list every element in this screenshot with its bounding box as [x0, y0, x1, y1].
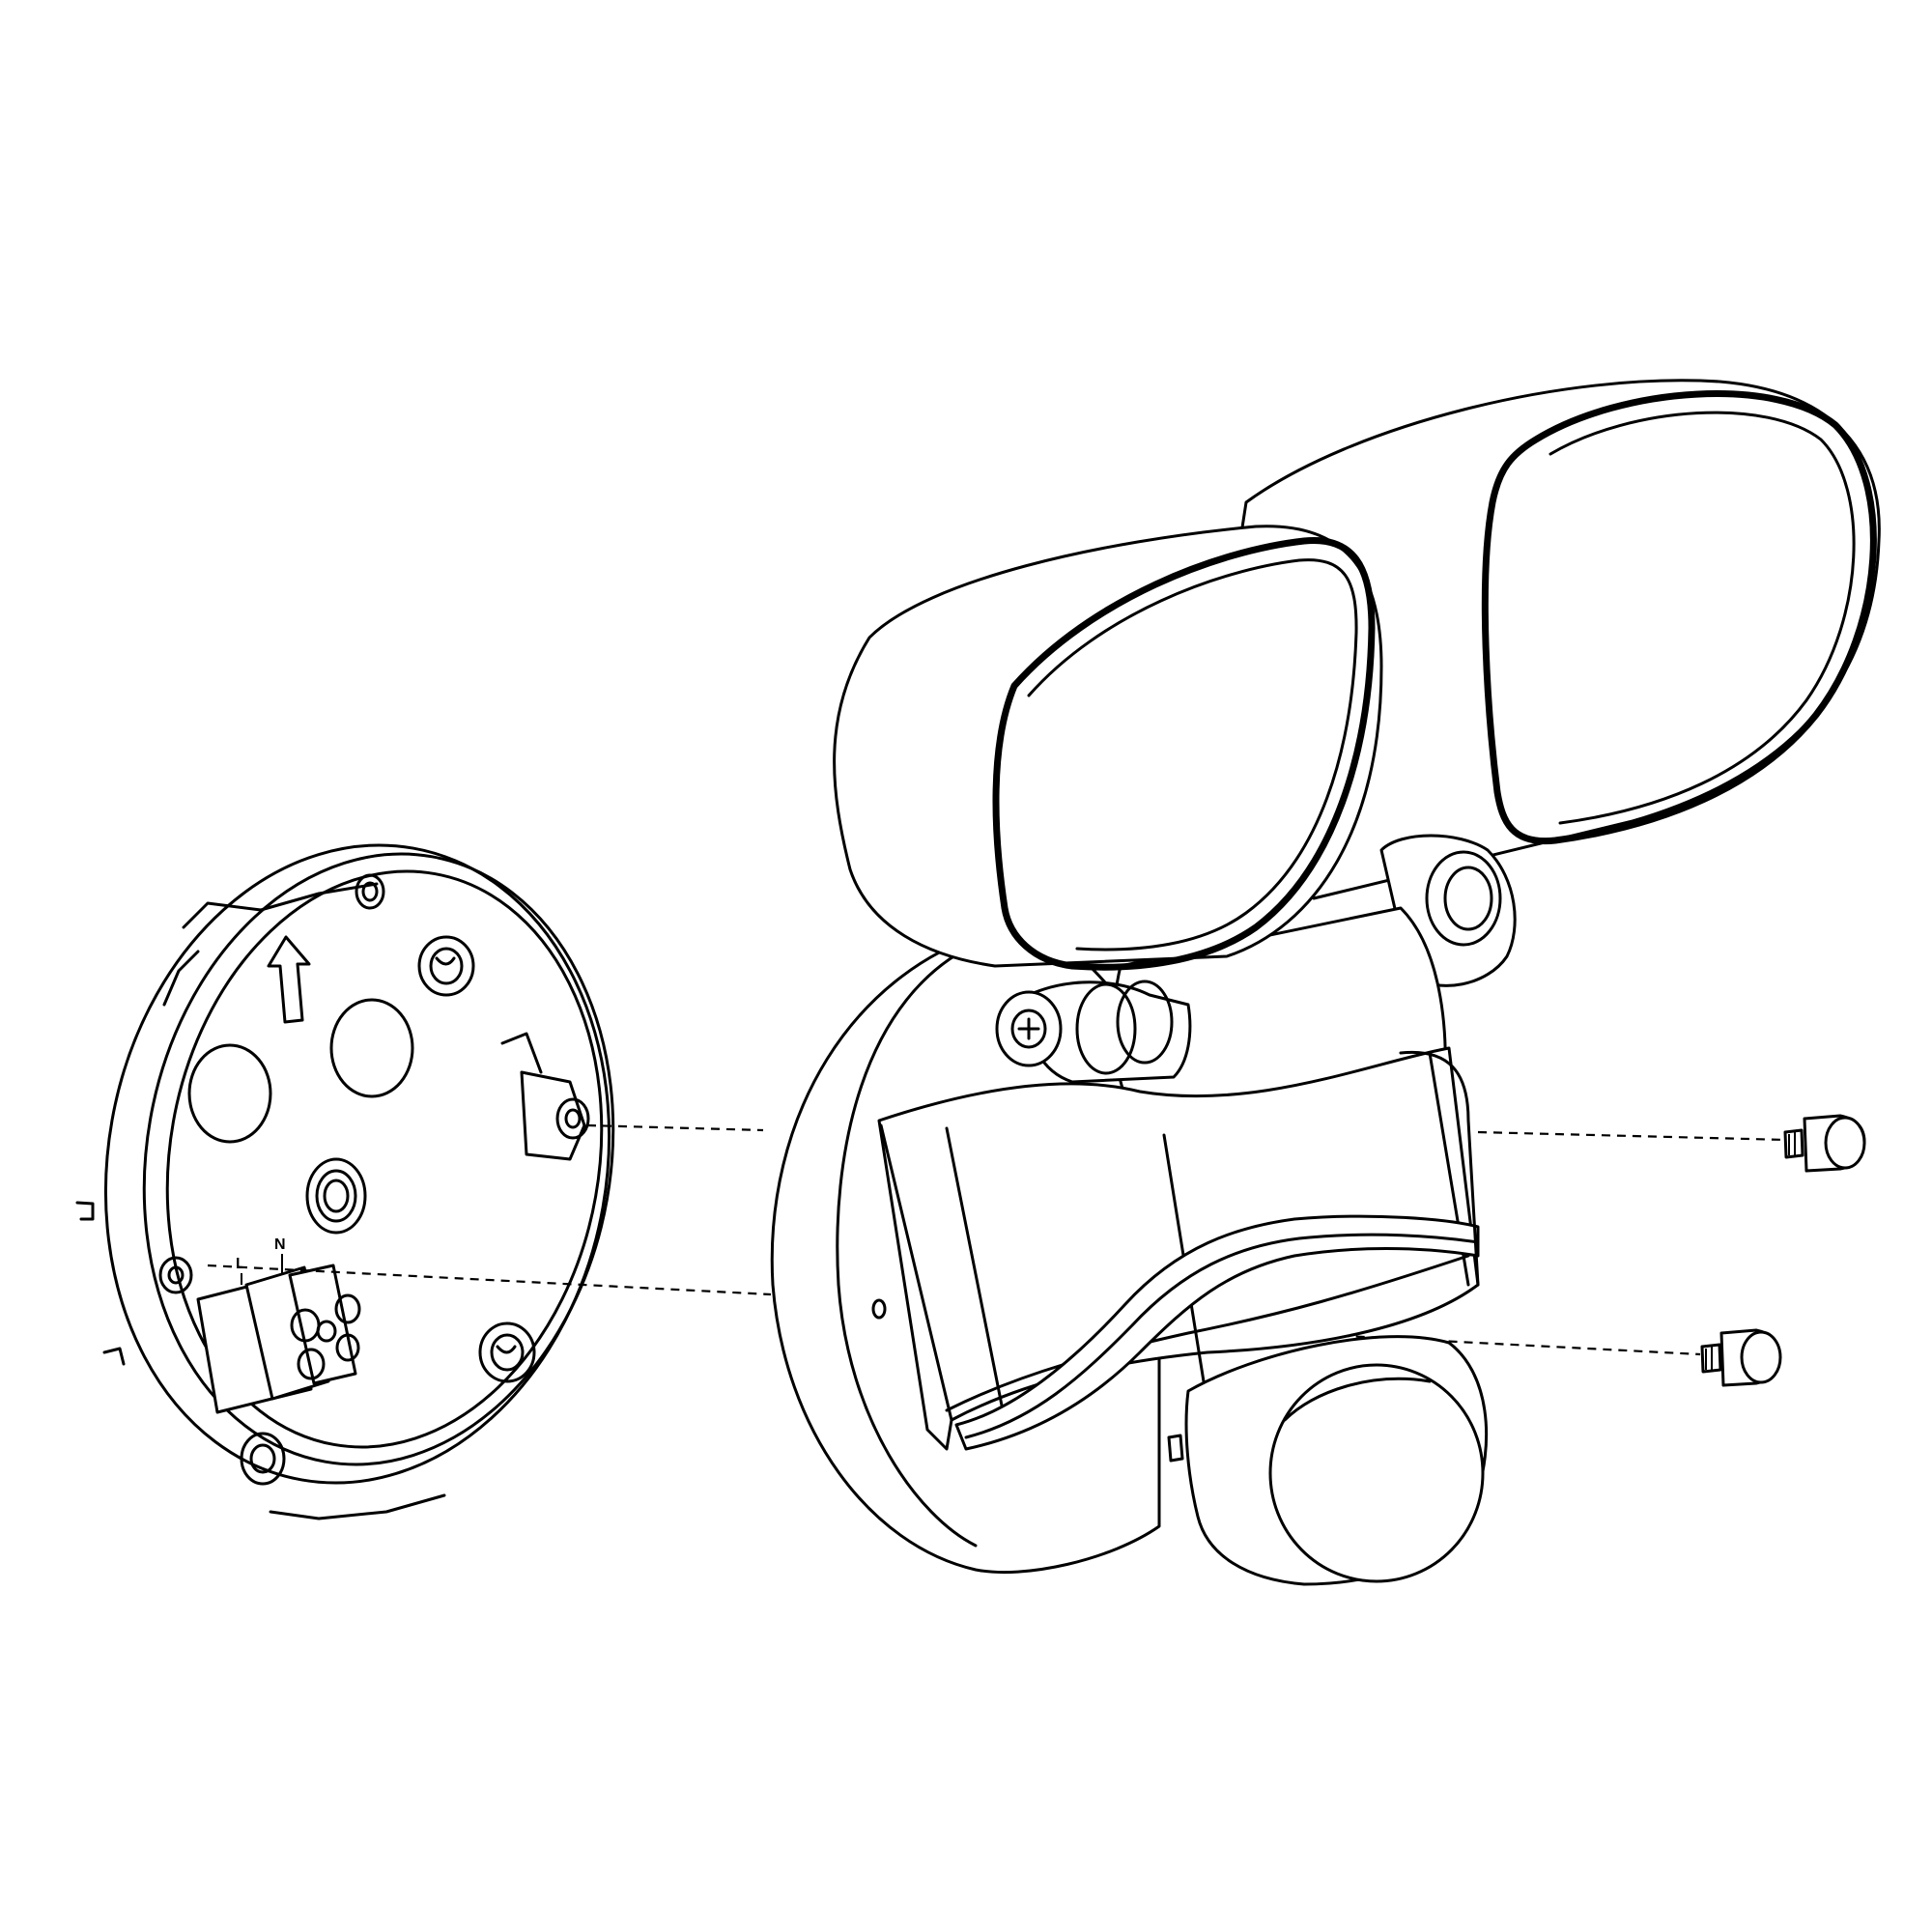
terminal-label-live: L [236, 1256, 245, 1272]
lamp-lens-rear-inner [1548, 411, 1856, 825]
screw-boss-top [355, 873, 385, 910]
guide-line-screw-upper [1477, 1130, 1788, 1142]
base-inner-rim [142, 852, 615, 1466]
pivot-bolt [995, 980, 1192, 1084]
lamp-head-front [833, 525, 1383, 971]
rim-notch-bottom [102, 1347, 126, 1366]
pir-sensor-dome [1167, 1335, 1489, 1586]
pir-lens [1268, 1363, 1485, 1583]
lamp-head-front-housing [833, 525, 1383, 968]
screw-boss-bottom [240, 1432, 286, 1486]
lamp-lens-rear [1481, 390, 1877, 845]
terminal-screw-2 [297, 1348, 326, 1380]
guide-line-lug [586, 1123, 764, 1132]
cable-knockout-right [329, 998, 414, 1098]
sensor-shroud-edge-left [879, 1123, 953, 1422]
mounting-base-plate: L N [75, 843, 615, 1520]
lamp-head-rear [1225, 379, 1881, 900]
fixing-lug [500, 1032, 590, 1161]
terminal-block: L N [196, 1236, 361, 1414]
fixing-screw-upper [1783, 1114, 1866, 1173]
fixing-screw-lower [1700, 1328, 1782, 1387]
terminal-screw-3 [334, 1293, 361, 1324]
pir-sensor-housing [877, 1046, 1480, 1451]
base-outer-rim [103, 843, 611, 1485]
inner-step-left [162, 950, 200, 1007]
inner-step-top [182, 882, 379, 929]
screw-boss-left [158, 1256, 193, 1294]
lamp-lens-front [992, 536, 1376, 971]
sensor-adjust-tab [1167, 1434, 1184, 1463]
cable-gland [305, 1157, 367, 1235]
phillips-screw-icon [1017, 1017, 1040, 1040]
guide-line-terminal [207, 1264, 772, 1296]
screw-boss-lower-right [478, 1321, 536, 1383]
screw-boss-upper-right [417, 935, 475, 997]
base-floor-edge [165, 869, 604, 1449]
terminal-screw-4 [335, 1333, 360, 1362]
terminal-label-neutral: N [274, 1236, 286, 1253]
sensor-shroud-edge-inner [945, 1126, 1007, 1422]
arrow-up-icon [267, 935, 311, 1024]
rim-notch-top [75, 1201, 95, 1221]
floodlight-fixture [770, 379, 1881, 1586]
inner-step-bottom [269, 1493, 446, 1520]
lamp-lens-front-inner [1027, 558, 1358, 952]
cable-knockout-left [187, 1043, 272, 1144]
terminal-screw-5 [316, 1320, 337, 1343]
